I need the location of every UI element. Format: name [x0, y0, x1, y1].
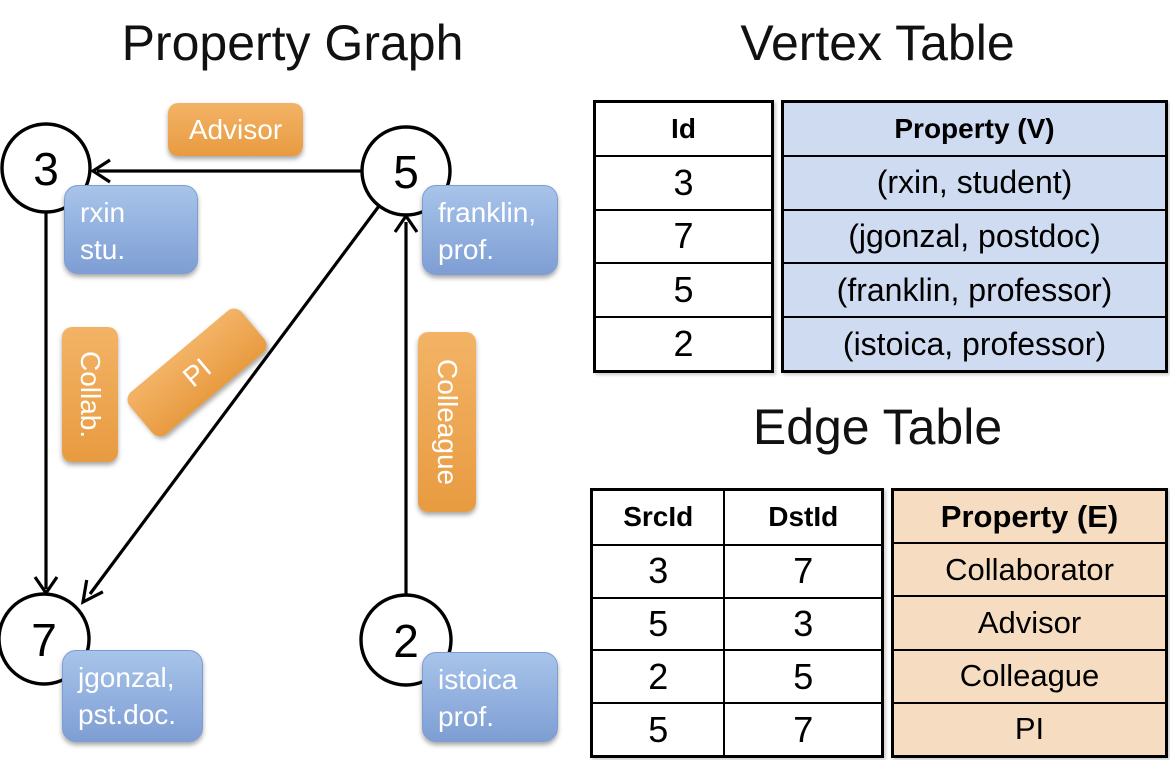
edge-5-to-7-line: [88, 205, 381, 595]
vertex-table-title: Vertex Table: [740, 15, 1015, 71]
edge-label-collab-text: Collab.: [75, 350, 106, 439]
vertex-label-istoica-line1: istoica: [438, 664, 518, 695]
edge-label-advisor: Advisor: [168, 103, 303, 156]
vertex-table-property-cell: (jgonzal, postdoc): [784, 208, 1165, 263]
vertex-table-property-cell: (franklin, professor): [784, 262, 1165, 317]
edge-table-dst-cell: 7: [725, 702, 881, 755]
edge-table-title: Edge Table: [752, 399, 1003, 455]
edge-table-property-cell: Advisor: [894, 595, 1165, 649]
vertex-label-istoica: istoica prof.: [422, 652, 558, 742]
edge-table-src-cell: 3: [593, 543, 726, 597]
edge-table-dst-cell: 3: [725, 596, 881, 650]
vertex-table-id-cell: 7: [596, 208, 771, 263]
node-5-id: 5: [393, 146, 419, 198]
edge-label-colleague: Colleague: [418, 332, 476, 512]
edge-table-src-cell: 2: [593, 649, 726, 703]
vertex-label-istoica-line2: prof.: [438, 701, 495, 732]
vertex-label-franklin: franklin, prof.: [422, 185, 558, 275]
edge-table-src-cell: 5: [593, 596, 726, 650]
edge-label-colleague-text: Colleague: [432, 358, 463, 486]
vertex-label-rxin-line2: stu.: [80, 234, 126, 265]
edge-table-src-header: SrcId: [593, 491, 726, 544]
node-3-id: 3: [33, 143, 59, 195]
vertex-table-id-cell: 5: [596, 262, 771, 316]
edge-table-dst-header: DstId: [768, 501, 839, 533]
edge-label-collab: Collab.: [62, 327, 118, 462]
vertex-table-id-cell: 2: [596, 316, 771, 370]
vertex-label-franklin-line2: prof.: [438, 234, 495, 265]
edge-label-pi-text: PI: [176, 351, 217, 393]
edge-table-property-cell: Collaborator: [894, 542, 1165, 596]
vertex-table-property-header: Property (V): [784, 103, 1165, 155]
vertex-label-jgonzal: jgonzal, pst.doc.: [62, 650, 203, 742]
edge-table-property-header: Property (E): [894, 491, 1165, 543]
edge-table-src-cell: 5: [593, 702, 726, 755]
vertex-table-id-header: Id: [671, 112, 696, 144]
node-2-id: 2: [393, 615, 419, 667]
property-graph-title: Property Graph: [121, 15, 464, 71]
edge-table-src-dst-columns: SrcId DstId 3 7 5 3 2 5 5 7: [590, 488, 884, 758]
edge-5-to-7-arrowhead: [80, 579, 104, 605]
vertex-label-rxin-line1: rxin: [80, 197, 126, 228]
graph-edges: [33, 158, 419, 605]
edge-label-advisor-text: Advisor: [188, 113, 283, 145]
edge-table-dst-cell: 7: [725, 543, 881, 597]
node-7-id: 7: [31, 614, 57, 666]
vertex-table-property-column: Property (V) (rxin, student) (jgonzal, p…: [781, 100, 1168, 373]
edge-5-to-3-arrowhead: [90, 158, 111, 184]
vertex-table-property-cell: (rxin, student): [784, 154, 1165, 209]
edge-table-property-cell: PI: [894, 701, 1165, 756]
vertex-table-id-cell: 3: [596, 154, 771, 209]
vertex-label-jgonzal-line1: jgonzal,: [78, 662, 175, 693]
vertex-table-id-column: Id 3 7 5 2: [593, 100, 774, 373]
edge-table-property-cell: Colleague: [894, 648, 1165, 702]
vertex-label-rxin: rxin stu.: [64, 185, 198, 274]
edge-table-property-column: Property (E) Collaborator Advisor Collea…: [891, 488, 1168, 758]
vertex-table-property-cell: (istoica, professor): [784, 316, 1165, 370]
edge-table-dst-cell: 5: [725, 649, 881, 702]
vertex-label-jgonzal-line2: pst.doc.: [78, 699, 177, 730]
vertex-label-franklin-line1: franklin,: [438, 197, 537, 228]
